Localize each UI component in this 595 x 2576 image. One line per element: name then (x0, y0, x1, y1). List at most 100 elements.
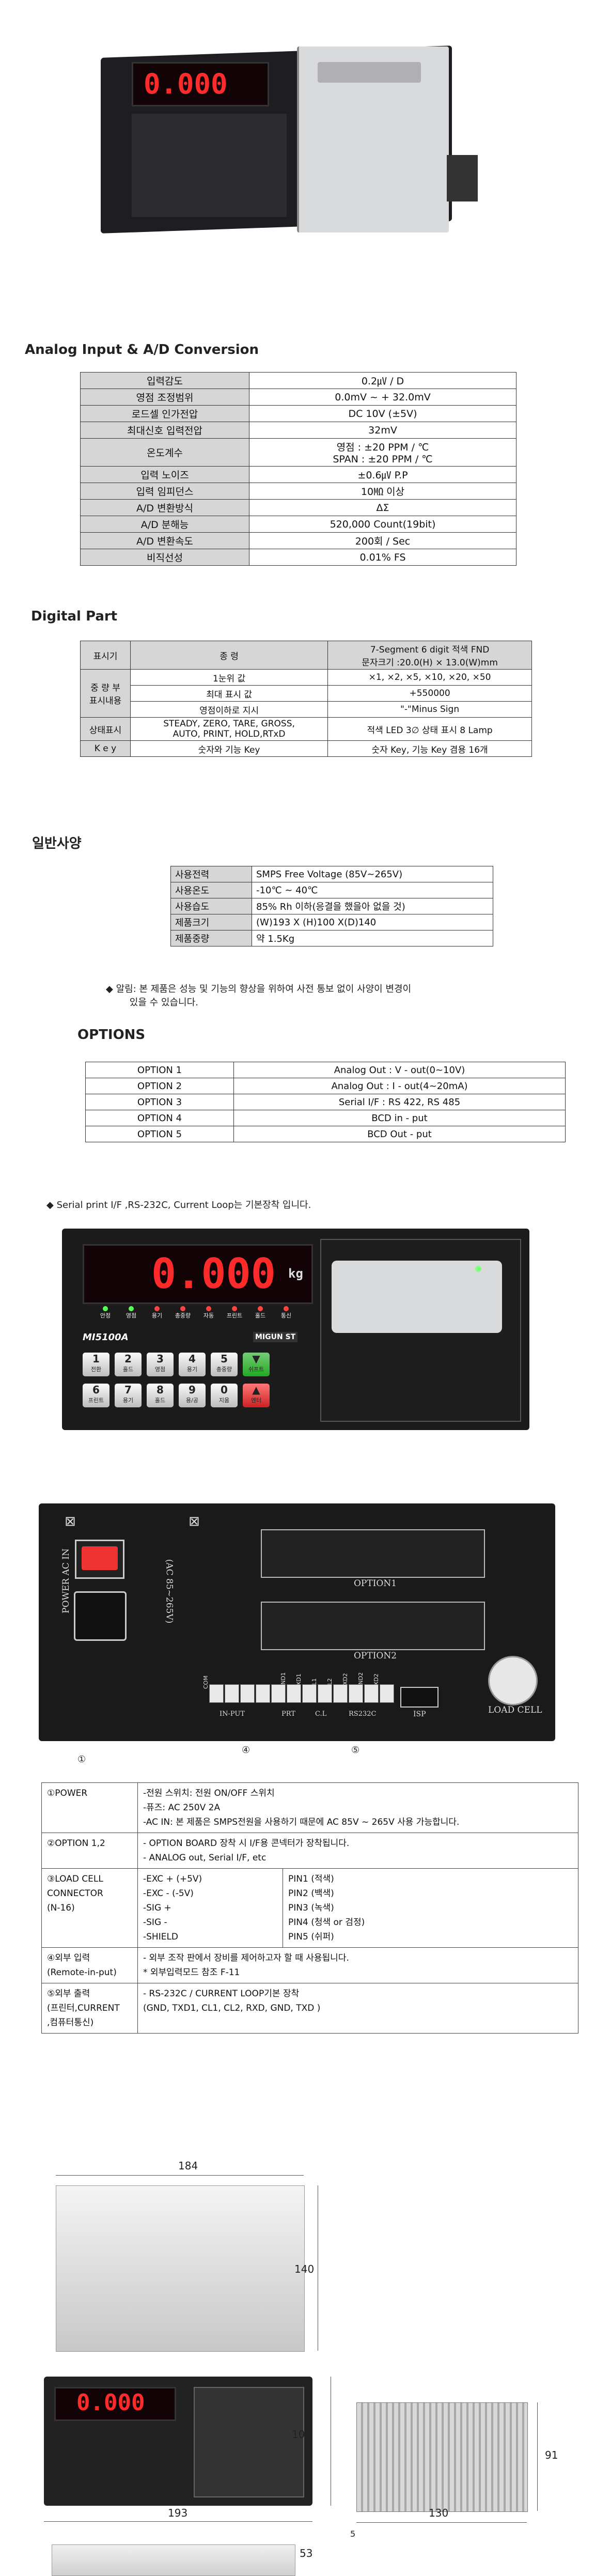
power-switch-rocker (82, 1546, 118, 1570)
key-number: 4 (189, 1353, 196, 1365)
top-view-drawing (56, 2185, 305, 2352)
keypad-key[interactable]: ▼쉬프트 (243, 1353, 270, 1376)
prt-label: PRT (281, 1710, 295, 1718)
digital-row-2-value: "-"Minus Sign (327, 701, 532, 718)
analog-row-0-key: 입력감도 (80, 372, 249, 389)
general-row-3-value: (W)193 X (H)100 X(D)140 (252, 914, 493, 930)
options-row-4-key: OPTION 5 (85, 1126, 234, 1142)
options-row-0-key: OPTION 1 (85, 1062, 234, 1078)
front-view-printer (194, 2387, 304, 2497)
desc-loadcell-signals: -EXC + (+5V)-EXC - (-5V)-SIG +-SIG --SHI… (137, 1868, 283, 1948)
digital-row-0-key: 1눈위 값 (130, 669, 328, 686)
front-printer-cover (332, 1261, 502, 1333)
key-label: 홀드 (122, 1366, 134, 1373)
led-dot-icon (154, 1306, 160, 1311)
key-number: 8 (156, 1384, 164, 1396)
option1-label: OPTION1 (354, 1578, 397, 1589)
analog-row-0-value: 0.2㎶ / D (249, 372, 516, 389)
options-row-1-key: OPTION 2 (85, 1078, 234, 1094)
front-unit-label: kg (288, 1266, 303, 1281)
printer-slot (318, 62, 421, 83)
digital-key-items: 숫자와 기능 Key (130, 740, 328, 757)
analog-row-1-value: 0.0mV ~ + 32.0mV (249, 389, 516, 406)
analog-row-1-key: 영점 조정범위 (80, 389, 249, 406)
digital-status-items: STEADY, ZERO, TARE, GROSS, AUTO, PRINT, … (130, 717, 328, 741)
analog-row-8-value: 520,000 Count(19bit) (249, 516, 516, 533)
status-led: 프린트 (222, 1306, 247, 1320)
desc-row-2-key: ④외부 입력 (Remote-in-put) (41, 1947, 138, 1983)
key-label: 용기 (186, 1366, 198, 1373)
callout-5: ⑤ (351, 1745, 360, 1756)
key-number: 3 (156, 1353, 164, 1365)
status-led-label: 안정 (100, 1312, 111, 1319)
terminal-screw (225, 1684, 239, 1703)
terminal-screw (256, 1684, 270, 1703)
dim-top-height: 140 (294, 2263, 315, 2275)
status-led-label: 프린트 (226, 1312, 243, 1319)
key-label: 쉬프트 (248, 1366, 264, 1373)
dim-top-width: 184 (178, 2160, 198, 2172)
general-row-0-value: SMPS Free Voltage (85V~265V) (252, 866, 493, 882)
dim-line (44, 2521, 312, 2522)
dim-side-width: 130 (429, 2507, 449, 2519)
terminal-screw (240, 1684, 255, 1703)
desc-loadcell-pins: PIN1 (적색)PIN2 (백색)PIN3 (녹색)PIN4 (청색 or 검… (283, 1868, 578, 1948)
analog-row-10-key: 비직선성 (80, 549, 249, 566)
terminal-screw (209, 1684, 224, 1703)
general-row-0-key: 사용전력 (170, 866, 252, 882)
front-view-drawing: 0.000 (44, 2377, 312, 2506)
side-view-drawing (356, 2402, 528, 2512)
front-view-display: 0.000 (54, 2387, 176, 2421)
led-dot-icon (258, 1306, 263, 1311)
analog-row-5-value: ±0.6㎶ P.P (249, 466, 516, 483)
digital-key-key: K e y (80, 740, 131, 757)
status-led: 통신 (274, 1306, 299, 1320)
digital-row-0-value: ×1, ×2, ×5, ×10, ×20, ×50 (327, 669, 532, 686)
general-row-2-value: 85% Rh 이하(응결을 했을아 없을 것) (252, 898, 493, 914)
status-led-label: 영점 (126, 1312, 137, 1319)
loadcell-pin: PIN1 (적색) (288, 1874, 334, 1884)
loadcell-pin: PIN3 (녹색) (288, 1903, 334, 1913)
status-led: 안정 (93, 1306, 118, 1320)
status-led-label: 홀드 (255, 1312, 266, 1319)
led-dot-icon (180, 1306, 185, 1311)
desc-row-1-value: - OPTION BOARD 장착 시 I/F용 콘넥터가 장착됩니다. - A… (137, 1833, 578, 1869)
key-number: 2 (124, 1353, 132, 1365)
key-label: 프린트 (88, 1397, 104, 1404)
status-led-label: 통신 (280, 1312, 292, 1319)
options-row-3-key: OPTION 4 (85, 1110, 234, 1126)
led-dot-icon (206, 1306, 211, 1311)
digital-row-1-key: 최대 표시 값 (130, 685, 328, 702)
digital-group-label: 중 량 부 표시내용 (80, 669, 131, 718)
front-view-weight: 0.000 (76, 2389, 145, 2416)
bottom-view-drawing (52, 2544, 295, 2576)
key-number: 9 (189, 1384, 196, 1396)
desc-row-3-value: - RS-232C / CURRENT LOOP기본 장착 (GND, TXD1… (137, 1983, 578, 2034)
desc-loadcell-key: ③LOAD CELL CONNECTOR (N-16) (41, 1868, 138, 1948)
keypad-key[interactable]: ▲엔터 (243, 1384, 270, 1407)
terminal-pin-label: COM (202, 1675, 209, 1689)
key-label: 홀드 (154, 1397, 166, 1404)
model-label: MI5100A (83, 1332, 129, 1343)
cl-label: C.L (315, 1710, 327, 1718)
loadcell-connector (488, 1656, 538, 1705)
loadcell-pin: PIN5 (쉬퍼) (288, 1932, 334, 1942)
